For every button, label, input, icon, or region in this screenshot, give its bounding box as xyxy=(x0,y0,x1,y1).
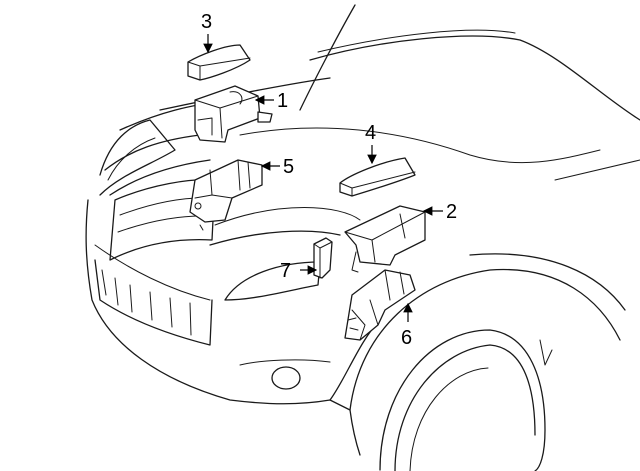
part-7-bracket xyxy=(313,237,333,279)
callout-1: 1 xyxy=(277,90,288,112)
part-6-bracket xyxy=(344,269,416,341)
part-5-bracket xyxy=(189,159,263,231)
callout-6: 6 xyxy=(401,327,412,349)
callout-leaders xyxy=(203,34,443,322)
callout-7: 7 xyxy=(280,260,291,282)
part-1-housing xyxy=(194,85,273,143)
part-4-cover xyxy=(339,157,416,197)
part-3-cover xyxy=(187,44,251,81)
callout-5: 5 xyxy=(283,156,294,178)
part-2-housing xyxy=(344,205,426,273)
callout-3: 3 xyxy=(201,11,212,33)
callout-2: 2 xyxy=(446,201,457,223)
callout-4: 4 xyxy=(365,122,376,144)
